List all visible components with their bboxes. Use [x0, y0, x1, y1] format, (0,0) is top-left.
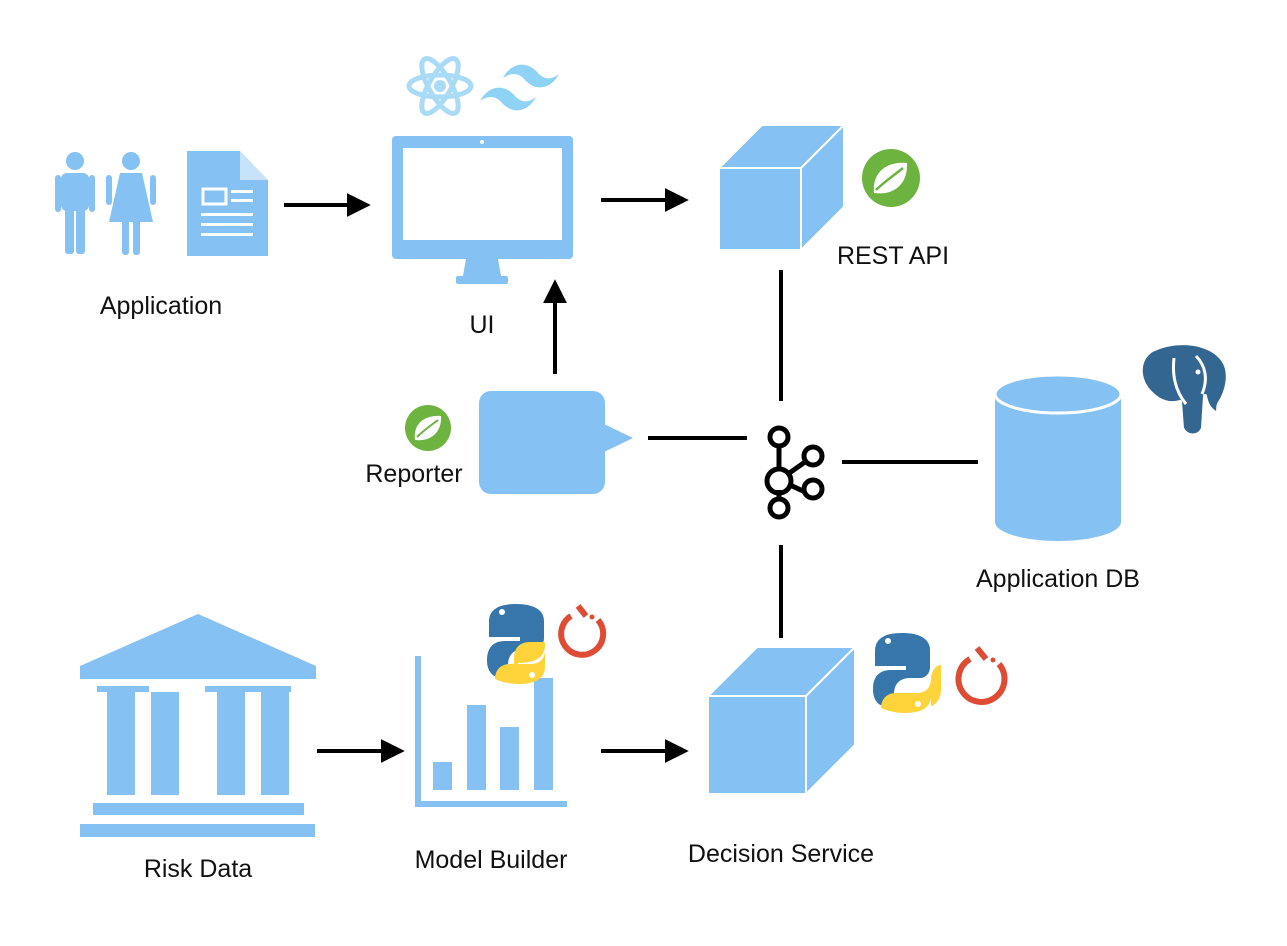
risk-data-node: Risk Data [80, 614, 316, 883]
spring-icon [862, 149, 920, 207]
spring-icon [405, 405, 451, 451]
postgres-elephant-icon [1138, 341, 1230, 438]
ui-label: UI [470, 311, 495, 339]
speech-bubble-icon [479, 391, 633, 494]
model-builder-node: Model Builder [415, 604, 607, 874]
rest-api-label: REST API [837, 242, 949, 270]
database-cylinder-icon [993, 373, 1123, 541]
reporter-node: Reporter [365, 391, 633, 494]
tailwind-icon [480, 64, 559, 111]
python-icon [487, 604, 545, 684]
risk-data-label: Risk Data [144, 855, 252, 883]
react-icon [406, 56, 474, 116]
pytorch-icon [955, 646, 1008, 705]
decision-service-node: Decision Service [688, 633, 1008, 868]
application-db-node: Application DB [976, 341, 1230, 593]
cube-icon [716, 122, 847, 253]
bank-building-icon [80, 614, 316, 837]
python-icon [873, 633, 941, 713]
model-builder-label: Model Builder [415, 846, 568, 874]
people-icon [55, 152, 156, 255]
reporter-label: Reporter [365, 460, 462, 488]
monitor-icon [392, 136, 573, 284]
application-label: Application [100, 292, 222, 320]
document-icon [187, 151, 268, 256]
decision-service-label: Decision Service [688, 840, 874, 868]
application-node: Application [55, 151, 268, 320]
kafka-icon [764, 425, 825, 520]
bar-chart-icon [415, 656, 567, 807]
pytorch-icon [558, 604, 607, 658]
edges [284, 188, 978, 763]
application-db-label: Application DB [976, 565, 1140, 593]
ui-node: UI [392, 56, 573, 339]
rest-api-node: REST API [716, 122, 949, 270]
cube-icon [705, 644, 858, 797]
